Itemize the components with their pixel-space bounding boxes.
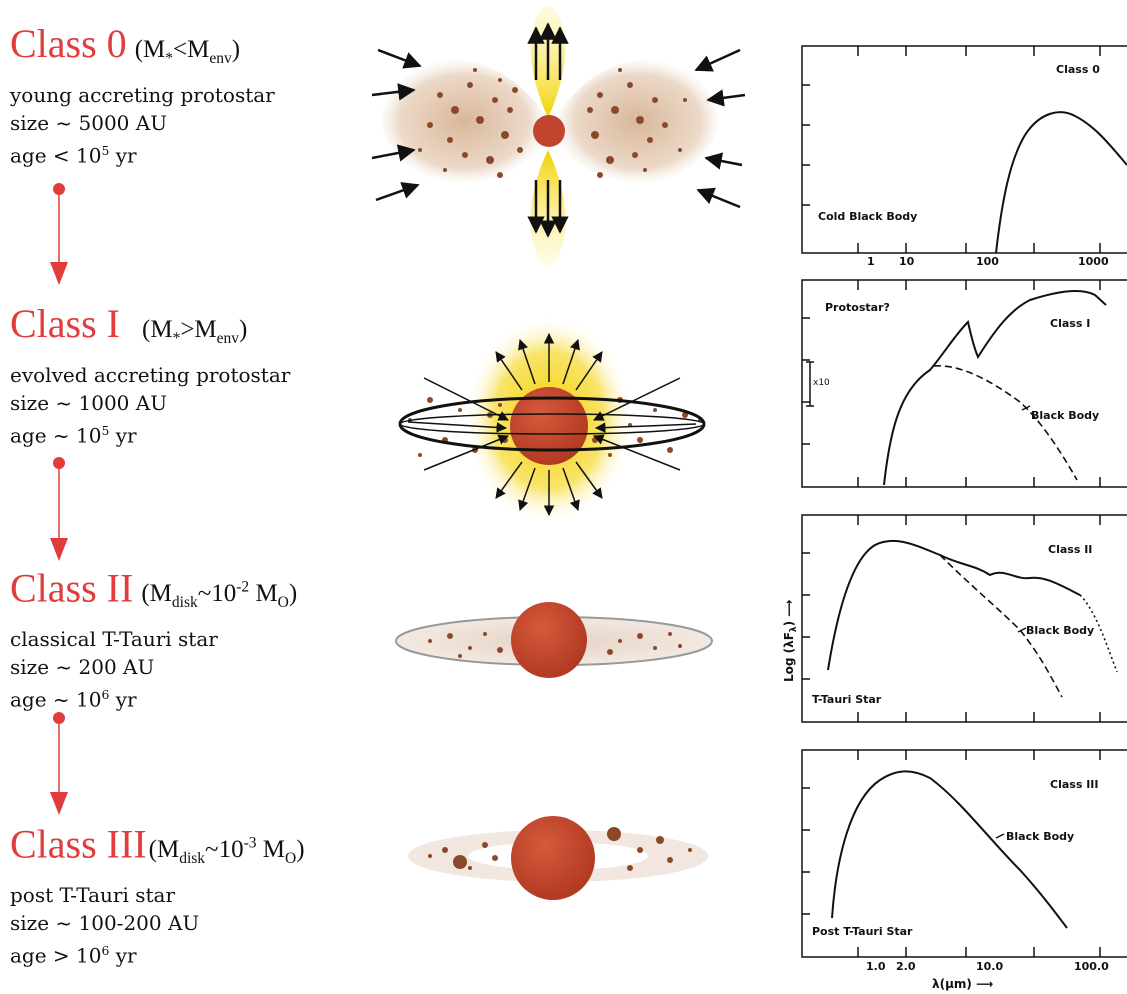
class-0-mass: (M*<Menv) — [134, 36, 241, 67]
class-1-plot-note: Protostar? — [825, 301, 890, 314]
sed-panel-class-3: Class III Black Body Post T-Tauri Star 1… — [801, 749, 1127, 973]
class-2-description: classical T-Tauri star — [10, 627, 218, 652]
class-2-size: size ~ 200 AU — [10, 655, 155, 680]
class-1-block: Class I(M*>Menv) evolved accreting proto… — [10, 302, 290, 450]
class-3-plot-label: Class III — [1050, 778, 1098, 791]
class-2-illustration — [395, 602, 713, 678]
class-1-size: size ~ 1000 AU — [10, 391, 168, 415]
class-3-block: Class III(Mdisk~10-3 MO) post T-Tauri st… — [10, 822, 305, 970]
class-0-age: age < 105 yr — [10, 143, 137, 168]
class-3-size: size ~ 100-200 AU — [10, 911, 200, 936]
sed-panel-class-1: Protostar? Class I Black Body x10 — [801, 279, 1127, 488]
class-2-age: age ~ 106 yr — [10, 687, 137, 712]
flow-arrow-2 — [50, 457, 68, 561]
class-3-plot-bb: Black Body — [1006, 830, 1074, 843]
class-1-plot-label: Class I — [1050, 317, 1090, 330]
class-1-age: age ~ 105 yr — [10, 423, 137, 448]
svg-text:Log (λFλ) ⟶: Log (λFλ) ⟶ — [782, 599, 799, 682]
class-1-title: Class I(M*>Menv) — [10, 301, 248, 348]
class-3-plot-note: Post T-Tauri Star — [812, 925, 913, 938]
class-0-block: Class 0(M*<Menv) young accreting protost… — [10, 22, 275, 170]
tick-bottom-2: 2.0 — [896, 960, 916, 973]
class-3-description: post T-Tauri star — [10, 883, 175, 908]
class-1-illustration — [398, 315, 706, 525]
class-2-block: Class II(Mdisk~10-2 MO) classical T-Taur… — [10, 566, 297, 714]
class-1-plot-scale: x10 — [813, 378, 830, 388]
class-1-description: evolved accreting protostar — [10, 363, 291, 387]
tick-top-1: 1 — [867, 255, 875, 268]
flow-arrow-1 — [50, 183, 68, 285]
tick-top-1000: 1000 — [1078, 255, 1109, 268]
tick-bottom-10: 10.0 — [976, 960, 1003, 973]
tick-top-10: 10 — [899, 255, 915, 268]
class-0-illustration — [371, 5, 746, 270]
class-1-plot-bb: Black Body — [1031, 409, 1099, 422]
class-3-illustration — [408, 816, 708, 900]
tick-bottom-1: 1.0 — [866, 960, 886, 973]
class-3-title: Class III(Mdisk~10-3 MO) — [10, 821, 305, 868]
class-0-title: Class 0(M*<Menv) — [10, 21, 241, 68]
sed-panel-class-0: Class 0 Cold Black Body 1 10 100 1000 — [801, 45, 1127, 268]
class-1-mass: (M*>Menv) — [142, 316, 248, 347]
class-3-age: age > 106 yr — [10, 943, 137, 968]
tick-top-100: 100 — [976, 255, 999, 268]
class-3-mass: (Mdisk~10-3 MO) — [148, 835, 305, 868]
y-axis-label: Log (λFλ) ⟶ — [782, 599, 799, 682]
class-0-plot-note: Cold Black Body — [818, 210, 917, 223]
class-0-description: young accreting protostar — [10, 83, 275, 107]
sed-panel-class-2: Class II Black Body T-Tauri Star — [801, 514, 1127, 723]
class-2-plot-note: T-Tauri Star — [812, 693, 882, 706]
tick-bottom-100: 100.0 — [1074, 960, 1109, 973]
x-axis-label: λ(μm) ⟶ — [932, 977, 993, 991]
class-2-mass: (Mdisk~10-2 MO) — [141, 579, 298, 612]
class-0-plot-label: Class 0 — [1056, 63, 1100, 76]
class-2-plot-label: Class II — [1048, 543, 1092, 556]
class-2-plot-bb: Black Body — [1026, 624, 1094, 637]
class-0-size: size ~ 5000 AU — [10, 111, 168, 135]
flow-arrow-3 — [50, 712, 68, 815]
class-2-title: Class II(Mdisk~10-2 MO) — [10, 565, 298, 612]
sed-plots: Class 0 Cold Black Body 1 10 100 1000 Pr… — [782, 45, 1127, 991]
